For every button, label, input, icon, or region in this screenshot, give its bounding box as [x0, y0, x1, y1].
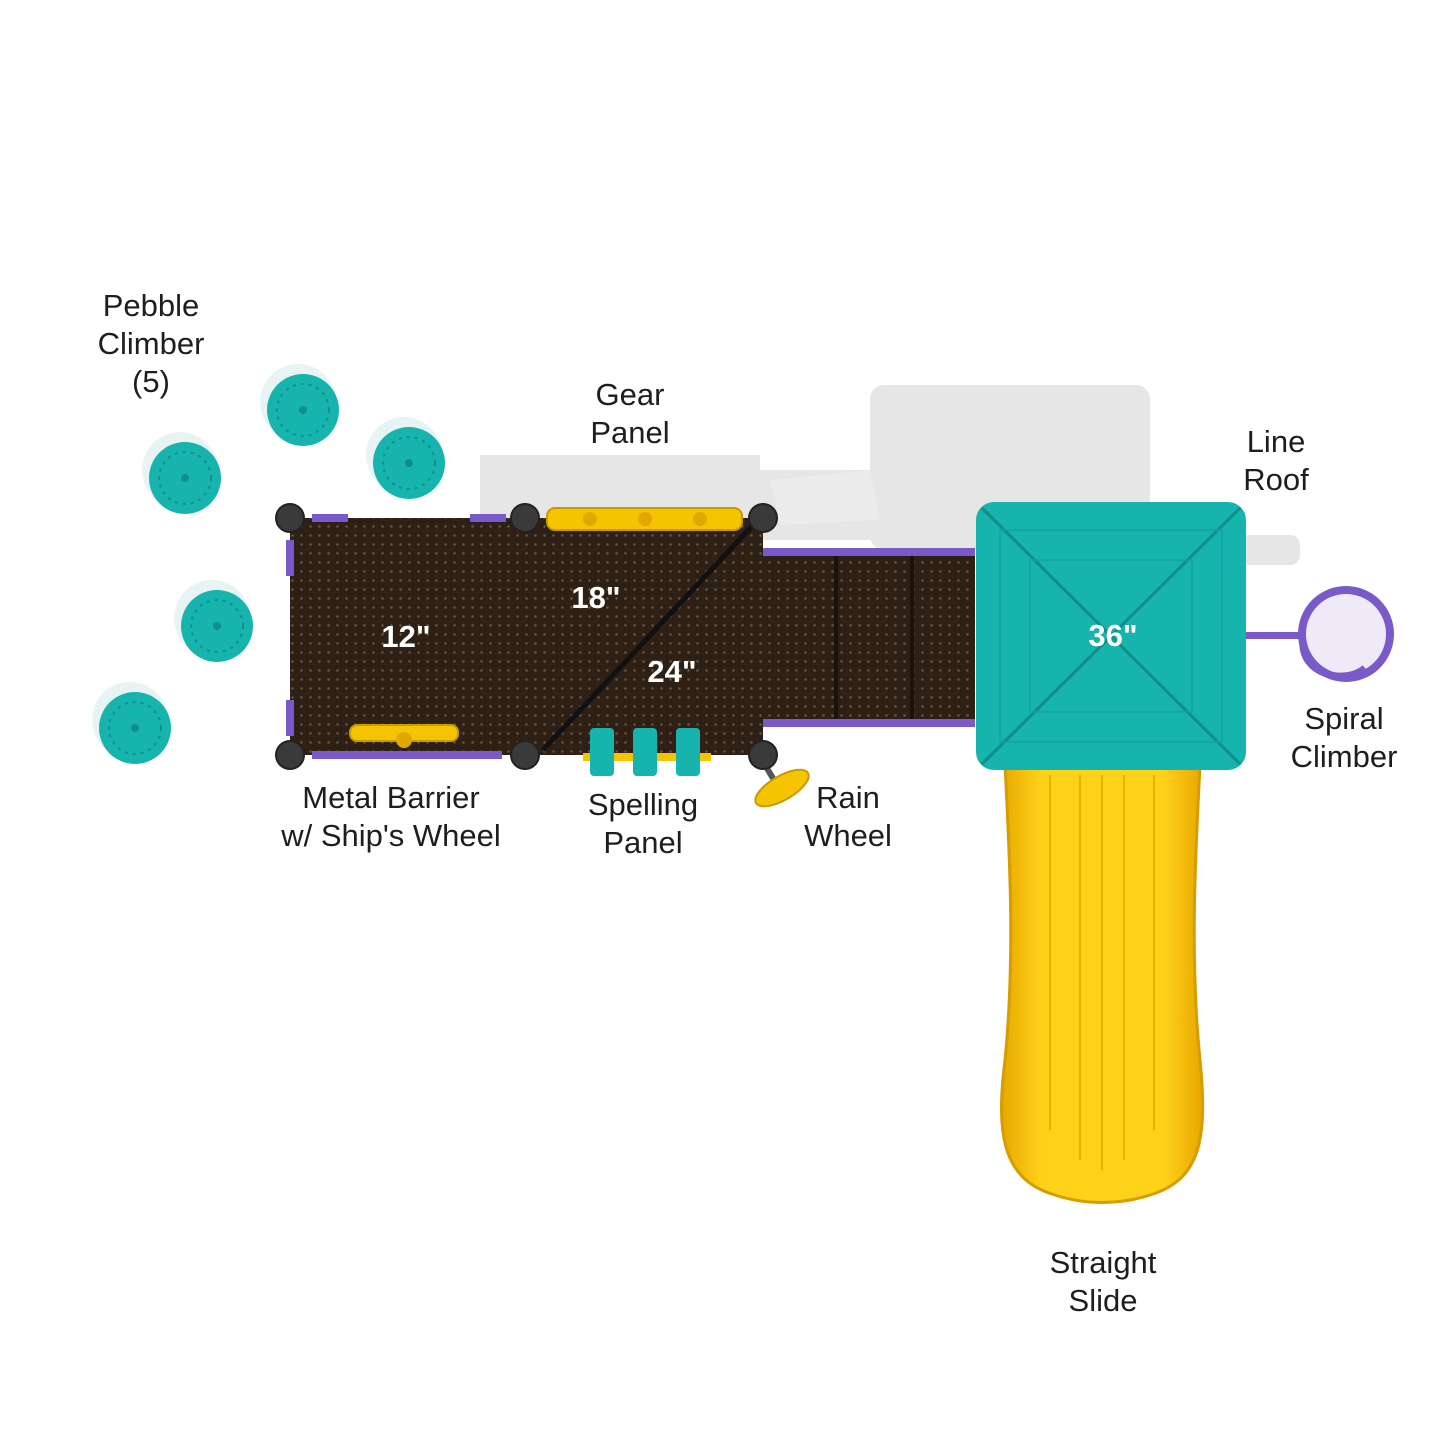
deck-step-divider — [541, 521, 757, 752]
spelling-panel[interactable] — [583, 728, 711, 776]
rain-wheel-label: Rain Wheel — [804, 780, 892, 853]
straight-slide[interactable] — [1000, 763, 1205, 1204]
rails — [286, 514, 506, 759]
spelling-panel-label: Spelling Panel — [587, 787, 699, 860]
straight-slide-label: Straight Slide — [1049, 1245, 1157, 1318]
roof-height-36: 36" — [1088, 618, 1138, 653]
deck-height-18: 18" — [571, 580, 621, 615]
posts — [275, 503, 778, 770]
ships-wheel-barrier[interactable] — [349, 724, 459, 748]
decks — [290, 518, 975, 755]
pebble-climbers[interactable] — [92, 364, 445, 764]
pebble-climber[interactable] — [174, 580, 253, 662]
pebble-climber[interactable] — [366, 417, 445, 499]
pebble-climber[interactable] — [260, 364, 339, 446]
spiral-climber[interactable] — [1246, 586, 1394, 682]
line-roof-label: Line Roof — [1243, 424, 1309, 497]
ground-shadows — [480, 385, 1300, 565]
gear-panel[interactable] — [546, 507, 743, 531]
deck-height-12: 12" — [381, 619, 431, 654]
deck-12[interactable] — [290, 518, 525, 755]
gear-panel-label: Gear Panel — [590, 377, 670, 450]
pebble-climber-label: Pebble Climber (5) — [97, 288, 205, 399]
pebble-climber[interactable] — [92, 682, 171, 764]
deck-height-24: 24" — [647, 654, 697, 689]
pebble-climber[interactable] — [142, 432, 221, 514]
spiral-climber-label: Spiral Climber — [1290, 701, 1398, 774]
bridge[interactable] — [763, 548, 975, 727]
metal-barrier-label: Metal Barrier w/ Ship's Wheel — [281, 780, 501, 853]
line-roof[interactable] — [976, 502, 1246, 770]
